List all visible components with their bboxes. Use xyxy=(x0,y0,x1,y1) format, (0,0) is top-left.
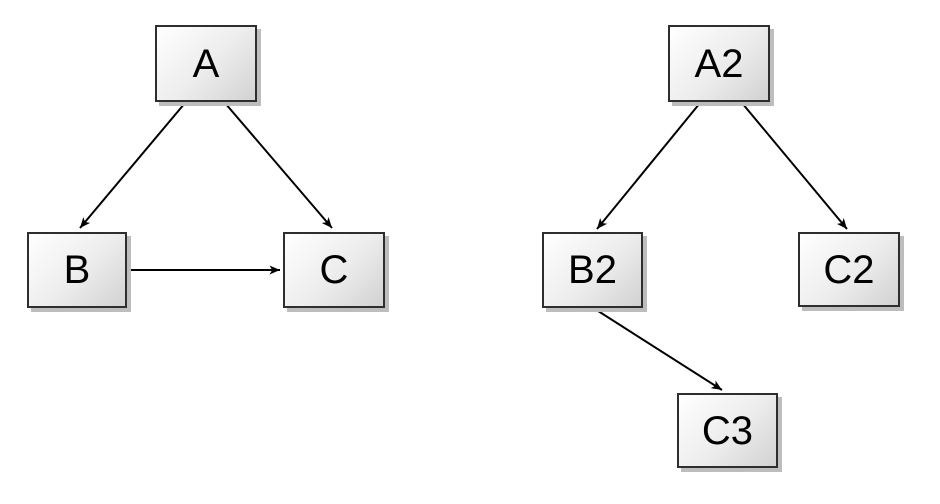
edge-b2-c3 xyxy=(594,308,723,391)
node-a[interactable]: A xyxy=(155,25,257,102)
node-b[interactable]: B xyxy=(27,232,127,308)
edge-a2-b2 xyxy=(596,102,701,230)
node-b2[interactable]: B2 xyxy=(542,232,643,308)
edge-a-b xyxy=(79,102,186,229)
node-c2[interactable]: C2 xyxy=(798,232,900,307)
node-c[interactable]: C xyxy=(283,232,385,308)
edge-a-c xyxy=(224,102,333,229)
edge-a2-c2 xyxy=(741,102,848,230)
node-c3[interactable]: C3 xyxy=(677,393,778,468)
node-a2[interactable]: A2 xyxy=(668,25,770,102)
